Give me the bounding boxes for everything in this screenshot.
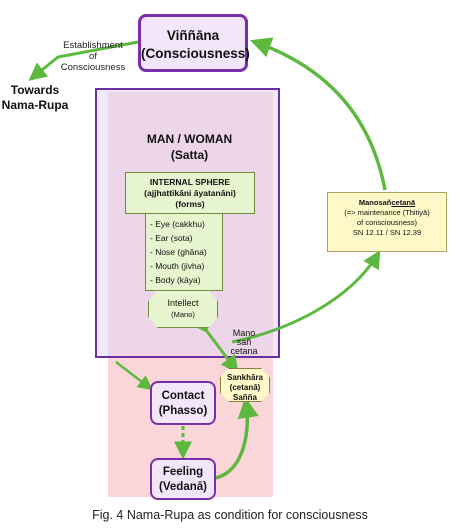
vinnana-subtitle: (Consciousness) [141,46,250,61]
vinnana-box: Viññāna (Consciousness) [138,14,250,72]
sense-mouth: - Mouth (jivha) [150,261,205,271]
manosancetana-box: Manosañcetanā (=> maintenance (Thitiyā) … [327,192,447,252]
contact-box: Contact (Phasso) [150,381,216,425]
manosancetana-title-pre: Manosañ [358,198,392,207]
sphere-line2: (ajjhattikāni āyatanāni) [144,188,236,198]
feeling-box: Feeling (Vedanā) [150,458,216,500]
mano-line1: Mano [232,328,256,338]
manosancetana-title: Manosañcetanā [328,198,446,208]
senses-list: - Eye (cakkhu) - Ear (sota) - Nose (ghān… [145,213,223,291]
man-woman-title: MAN / WOMAN (Satta) [112,131,267,163]
figure-caption: Fig. 4 Nama-Rupa as condition for consci… [92,508,368,522]
towards-line1: Towards [10,83,60,97]
establishment-label: Establishment of Consciousness [52,40,134,73]
sphere-line3: (forms) [175,199,205,209]
feeling-subtitle: (Vedanā) [159,481,207,493]
vinnana-title: Viññāna [166,28,220,43]
mano-line2: sañ [236,337,252,347]
contact-subtitle: (Phasso) [158,405,208,417]
intellect-node: Intellect (Mano) [148,290,218,328]
sense-ear: - Ear (sota) [150,233,193,243]
sankhara-node: Sankhāra (cetanā) Sañña [220,368,270,402]
manosancetana-refs: SN 12.11 / SN 12.39 [352,228,422,237]
manosancetana-line3: of consciousness) [356,218,418,227]
towards-line2: Nama-Rupa [1,98,69,112]
man-title-line1: MAN / WOMAN [146,132,233,146]
towards-namarupa-label: Towards Nama-Rupa [0,83,70,113]
sphere-line1: INTERNAL SPHERE [149,177,231,187]
establishment-line2: of [89,51,97,62]
sense-body: - Body (kāya) [150,275,201,285]
establishment-line1: Establishment [63,40,123,51]
sankhara-sanna: Sañña [232,393,257,402]
mano-sancetana-label: Mano sañ cetana [224,329,264,356]
sankhara-subtitle: (cetanā) [229,383,261,392]
mano-line3: cetana [230,346,258,356]
establishment-line3: Consciousness [60,62,126,73]
manosancetana-title-underlined: cetanā [391,198,416,207]
intellect-subtitle: (Mano) [171,310,195,319]
manosancetana-line2: (=> maintenance (Thitiyā) [344,208,430,217]
feeling-title: Feeling [162,466,204,478]
man-title-line2: (Satta) [170,148,209,162]
internal-sphere-box: INTERNAL SPHERE (ajjhattikāni āyatanāni)… [125,172,255,214]
sense-eye: - Eye (cakkhu) [150,219,205,229]
sankhara-title: Sankhāra [226,373,264,382]
intellect-title: Intellect [167,298,199,308]
contact-title: Contact [161,390,205,402]
sense-nose: - Nose (ghāna) [150,247,207,257]
